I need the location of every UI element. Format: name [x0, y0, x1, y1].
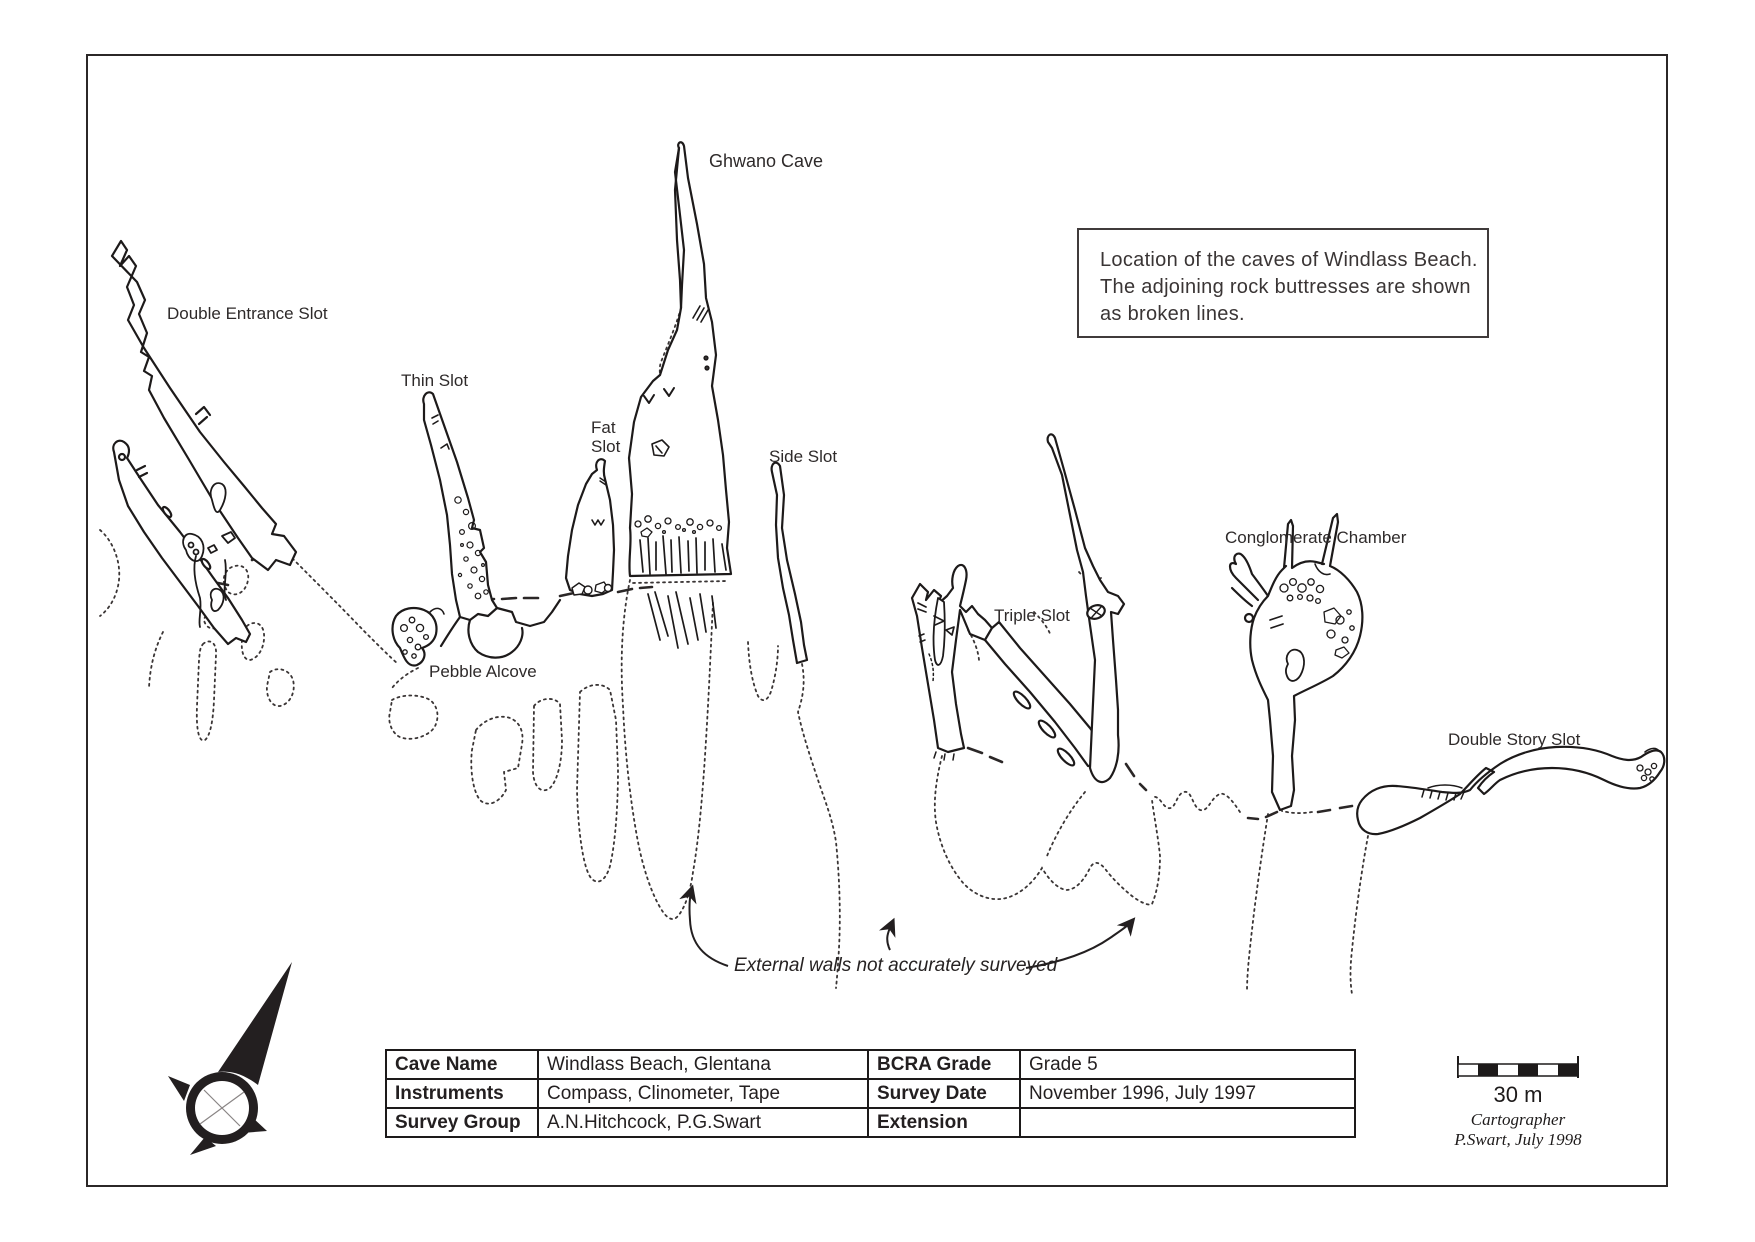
label-external-walls-note: External walls not accurately surveyed: [734, 955, 1058, 976]
label-triple-slot: Triple Slot: [994, 606, 1070, 625]
double-story-slot-outline: [1356, 745, 1666, 836]
cartographer-credit: P.Swart, July 1998: [1454, 1130, 1582, 1149]
label-pebble-alcove: Pebble Alcove: [429, 662, 537, 681]
cave-name-header: Cave Name: [385, 1049, 539, 1080]
cartographer-title: Cartographer: [1470, 1110, 1566, 1129]
label-double-entrance-slot: Double Entrance Slot: [167, 304, 328, 323]
note-line-2: The adjoining rock buttresses are shown: [1100, 276, 1471, 298]
survey-group-header: Survey Group: [385, 1107, 539, 1138]
note-line-3: as broken lines.: [1100, 303, 1245, 325]
broken-link-dashes: [195, 546, 1354, 821]
extension-value: [1019, 1107, 1356, 1138]
thin-slot-outline: [422, 391, 562, 659]
annotation-leader-arrows: [679, 884, 1136, 969]
table-row: Cave Name Windlass Beach, Glentana BCRA …: [385, 1049, 1356, 1080]
cave-name-value: Windlass Beach, Glentana: [537, 1049, 869, 1080]
bcra-grade-header: BCRA Grade: [867, 1049, 1021, 1080]
map-border-frame: [86, 54, 1668, 1187]
survey-date-value: November 1996, July 1997: [1019, 1078, 1356, 1109]
instruments-header: Instruments: [385, 1078, 539, 1109]
table-row: Instruments Compass, Clinometer, Tape Su…: [385, 1078, 1356, 1109]
ghwano-floor-hatching: [639, 535, 727, 649]
label-ghwano-cave: Ghwano Cave: [709, 151, 824, 171]
scale-bar: [1457, 1056, 1579, 1078]
legend-note-box: Location of the caves of Windlass Beach.…: [1077, 228, 1489, 338]
survey-info-table: Cave Name Windlass Beach, Glentana BCRA …: [385, 1049, 1356, 1138]
label-side-slot: Side Slot: [769, 447, 838, 466]
slot-junction-rocks: [182, 482, 236, 628]
label-fat-slot: Fat Slot: [591, 418, 621, 456]
triple-slot-outline: [910, 433, 1126, 784]
pebble-alcove-outline: [391, 606, 445, 667]
fat-slot-outline: [564, 458, 616, 598]
north-arrow-compass: [168, 962, 292, 1155]
note-line-1: Location of the caves of Windlass Beach.: [1100, 249, 1478, 271]
label-double-story-slot: Double Story Slot: [1448, 730, 1581, 749]
double-entrance-slot-outline: [110, 239, 298, 572]
label-conglomerate-chamber: Conglomerate Chamber: [1225, 528, 1407, 547]
table-row: Survey Group A.N.Hitchcock, P.G.Swart Ex…: [385, 1107, 1356, 1138]
extension-header: Extension: [867, 1107, 1021, 1138]
ghwano-cave-outline: [627, 141, 733, 649]
conglomerate-chamber-outline: [1228, 512, 1364, 812]
bcra-grade-value: Grade 5: [1019, 1049, 1356, 1080]
label-thin-slot: Thin Slot: [401, 371, 469, 390]
rock-buttress-broken-lines: [99, 307, 1369, 995]
survey-date-header: Survey Date: [867, 1078, 1021, 1109]
scale-bar-label: 30 m: [1493, 1082, 1543, 1107]
survey-group-value: A.N.Hitchcock, P.G.Swart: [537, 1107, 869, 1138]
side-slot-outline: [770, 461, 809, 665]
instruments-value: Compass, Clinometer, Tape: [537, 1078, 869, 1109]
